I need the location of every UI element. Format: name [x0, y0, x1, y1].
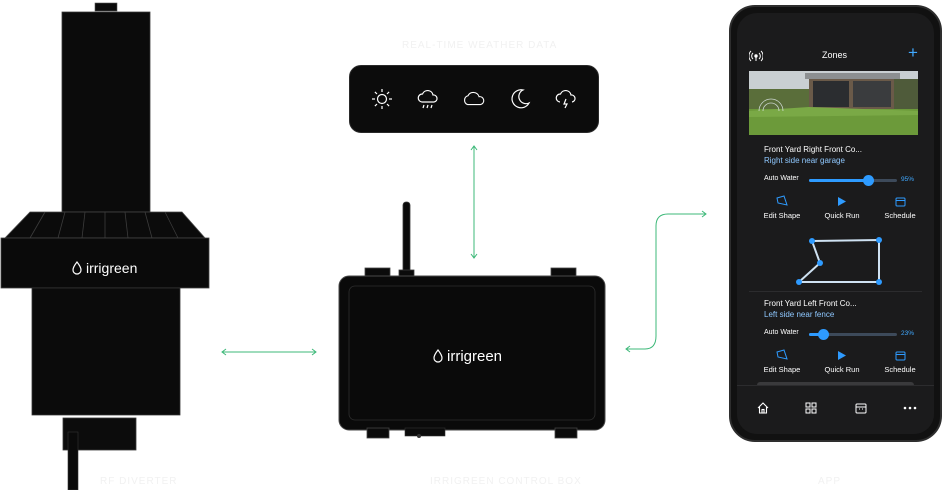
edit-shape-label: Edit Shape — [763, 365, 801, 374]
calendar-icon — [895, 351, 905, 360]
edit-shape-icon — [776, 195, 788, 206]
auto-water-slider-knob[interactable] — [862, 175, 874, 186]
schedule-button[interactable]: Schedule — [870, 348, 930, 374]
schedule-button[interactable]: Schedule — [870, 194, 930, 220]
auto-water-label: Auto Water — [764, 175, 799, 182]
rf-diverter-brand-text: irrigreen — [86, 260, 138, 276]
sun-icon — [370, 87, 394, 111]
control-box-brand-text: irrigreen — [447, 347, 503, 365]
zone-name: Front Yard Left Front Co... — [764, 299, 857, 308]
phone-device: Zones + Front Yard Right Front Co... Rig… — [729, 5, 942, 442]
zone-shape-map — [796, 237, 882, 285]
quick-run-label: Quick Run — [824, 211, 860, 220]
auto-water-slider-knob[interactable] — [818, 329, 830, 340]
edit-shape-label: Edit Shape — [763, 211, 801, 220]
moon-icon — [508, 87, 532, 111]
zone-photo — [749, 71, 918, 135]
edit-shape-button[interactable]: Edit Shape — [752, 194, 812, 220]
app-title: Zones — [822, 50, 848, 60]
weather-panel — [349, 65, 599, 133]
center-device-caption: IRRIGREEN CONTROL BOX — [430, 476, 582, 487]
control-box-logo: irrigreen — [433, 343, 502, 369]
zone-name: Front Yard Right Front Co... — [764, 145, 862, 154]
auto-water-label: Auto Water — [764, 329, 799, 336]
home-icon[interactable] — [751, 398, 775, 418]
irrigreen-drop-icon — [433, 349, 443, 363]
rf-diverter-logo: irrigreen — [72, 255, 137, 281]
zone-description: Right side near garage — [764, 156, 845, 165]
signal-icon[interactable] — [748, 49, 764, 67]
schedule-label: Schedule — [884, 211, 916, 220]
irrigreen-drop-icon — [72, 261, 82, 275]
auto-water-percent: 95% — [901, 176, 915, 183]
auto-water-slider[interactable] — [809, 329, 897, 340]
box-phone-connector — [626, 213, 706, 350]
auto-water-slider-fill — [809, 333, 824, 336]
weather-caption: REAL-TIME WEATHER DATA — [402, 40, 558, 51]
add-zone-button[interactable]: + — [908, 43, 918, 62]
more-icon[interactable] — [898, 398, 922, 418]
quick-run-button[interactable]: Quick Run — [812, 348, 872, 374]
zone-divider — [749, 291, 922, 292]
zone-description: Left side near fence — [764, 310, 835, 319]
quick-run-button[interactable]: Quick Run — [812, 194, 872, 220]
edit-shape-icon — [776, 349, 788, 360]
left-device-caption: RF DIVERTER — [100, 476, 178, 487]
grid-icon[interactable] — [799, 398, 823, 418]
quick-run-label: Quick Run — [824, 365, 860, 374]
schedule-label: Schedule — [884, 365, 916, 374]
app-screen: Zones + Front Yard Right Front Co... Rig… — [737, 13, 934, 434]
tab-bar — [737, 385, 934, 434]
edit-shape-button[interactable]: Edit Shape — [752, 348, 812, 374]
rain-cloud-icon — [416, 87, 440, 111]
calendar-icon[interactable] — [849, 398, 873, 418]
play-icon — [838, 196, 846, 206]
calendar-icon — [895, 197, 905, 206]
rf-diverter-device — [0, 2, 210, 490]
storm-cloud-icon — [554, 87, 578, 111]
cloud-icon — [462, 87, 486, 111]
phone-caption: APP — [818, 476, 842, 487]
control-box-device — [338, 201, 606, 439]
auto-water-slider[interactable] — [809, 175, 897, 186]
play-icon — [838, 350, 846, 360]
auto-water-slider-fill — [809, 179, 868, 182]
auto-water-percent: 23% — [901, 330, 915, 337]
